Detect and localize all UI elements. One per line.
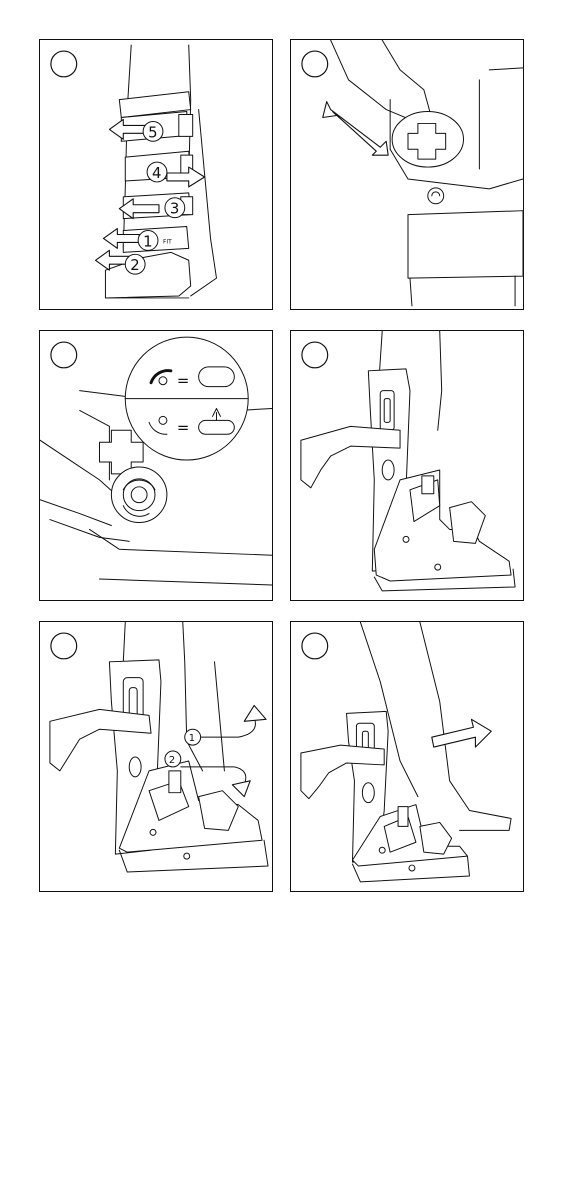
callout-1: 1 (143, 232, 152, 250)
step-circle (302, 51, 328, 77)
step-circle (51, 342, 77, 368)
panel-4-foot-insertion (290, 330, 524, 601)
step-circle (51, 51, 77, 77)
panel-6-step-in (290, 621, 524, 892)
panel-1-strap-order: 5 4 3 1 2 FIT (39, 39, 273, 310)
callout-4: 4 (152, 164, 161, 182)
legend-equals-deflate: = (177, 418, 189, 436)
legend-equals-inflate: = (177, 372, 189, 390)
step-circle (302, 342, 328, 368)
step-circle (51, 633, 77, 659)
panel-5-wrap-liner: 1 2 (39, 621, 273, 892)
brand-mark: FIT (163, 238, 172, 245)
callout-2: 2 (169, 755, 175, 766)
step-circle (302, 633, 328, 659)
illustration-strap-tightening: 5 4 3 1 2 FIT (40, 40, 272, 309)
callout-5: 5 (148, 123, 157, 141)
panel-3-valve-legend: = = (39, 330, 273, 601)
illustration-open-brace (291, 331, 523, 600)
illustration-wrap-liner: 1 2 (40, 622, 272, 891)
callout-1: 1 (189, 733, 195, 744)
callout-2: 2 (130, 256, 139, 274)
panel-2-air-valve-press (290, 39, 524, 310)
callout-3: 3 (170, 200, 179, 218)
illustration-valve-inflate-deflate: = = (40, 331, 272, 600)
illustration-valve-pressing (291, 40, 523, 309)
illustration-step-in (291, 622, 523, 891)
